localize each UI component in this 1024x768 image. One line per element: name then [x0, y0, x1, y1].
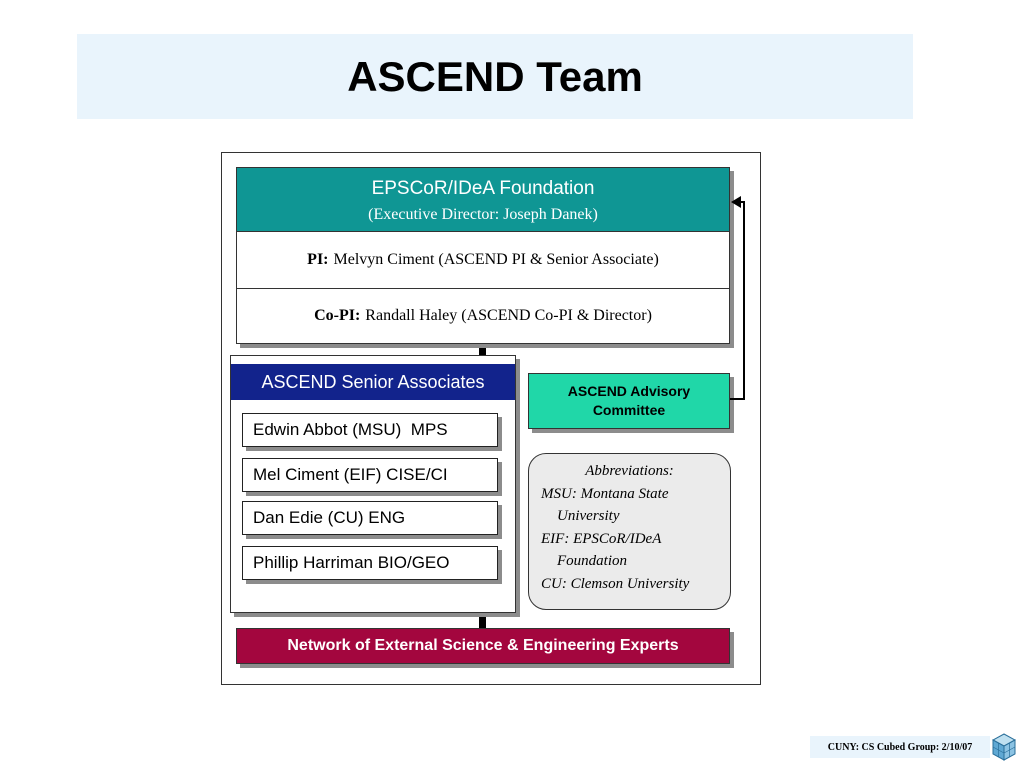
abbreviation-line: University [557, 508, 620, 524]
member-box: Dan Edie (CU) ENG [242, 501, 498, 535]
network-box: Network of External Science & Engineerin… [236, 628, 730, 664]
feedback-line [740, 201, 745, 203]
abbreviations-box: Abbreviations: MSU: Montana State Univer… [528, 453, 731, 610]
foundation-header: EPSCoR/IDeA Foundation (Executive Direct… [237, 168, 729, 231]
member-box: Mel Ciment (EIF) CISE/CI [242, 458, 498, 492]
abbreviations-title: Abbreviations: [585, 463, 674, 479]
pi-row: PI: Melvyn Ciment (ASCEND PI & Senior As… [237, 231, 729, 288]
member-box: Phillip Harriman BIO/GEO [242, 546, 498, 580]
copi-label: Co-PI: [314, 307, 361, 324]
arrowhead-icon [731, 196, 741, 208]
abbreviation-line: EIF: EPSCoR/IDeA [541, 530, 662, 547]
pi-text: Melvyn Ciment (ASCEND PI & Senior Associ… [333, 251, 659, 268]
abbreviation-line: CU: Clemson University [541, 575, 690, 592]
abbreviation-line: Foundation [557, 553, 627, 569]
advisory-committee-box: ASCEND Advisory Committee [528, 373, 730, 429]
copi-text: Randall Haley (ASCEND Co-PI & Director) [365, 307, 652, 324]
foundation-title: EPSCoR/IDeA Foundation [371, 178, 595, 199]
copi-row: Co-PI: Randall Haley (ASCEND Co-PI & Dir… [237, 288, 729, 343]
page-title: ASCEND Team [347, 52, 643, 100]
pi-label: PI: [307, 251, 329, 268]
member-box: Edwin Abbot (MSU) MPS [242, 413, 498, 447]
feedback-line [730, 398, 744, 400]
cube-logo-icon [991, 733, 1017, 761]
footer-label: CUNY: CS Cubed Group: 2/10/07 [810, 736, 990, 758]
title-band [77, 34, 913, 119]
senior-associates-header: ASCEND Senior Associates [231, 364, 515, 400]
foundation-subtitle: (Executive Director: Joseph Danek) [368, 206, 598, 223]
feedback-line [743, 201, 745, 400]
abbreviation-line: MSU: Montana State [541, 485, 669, 502]
